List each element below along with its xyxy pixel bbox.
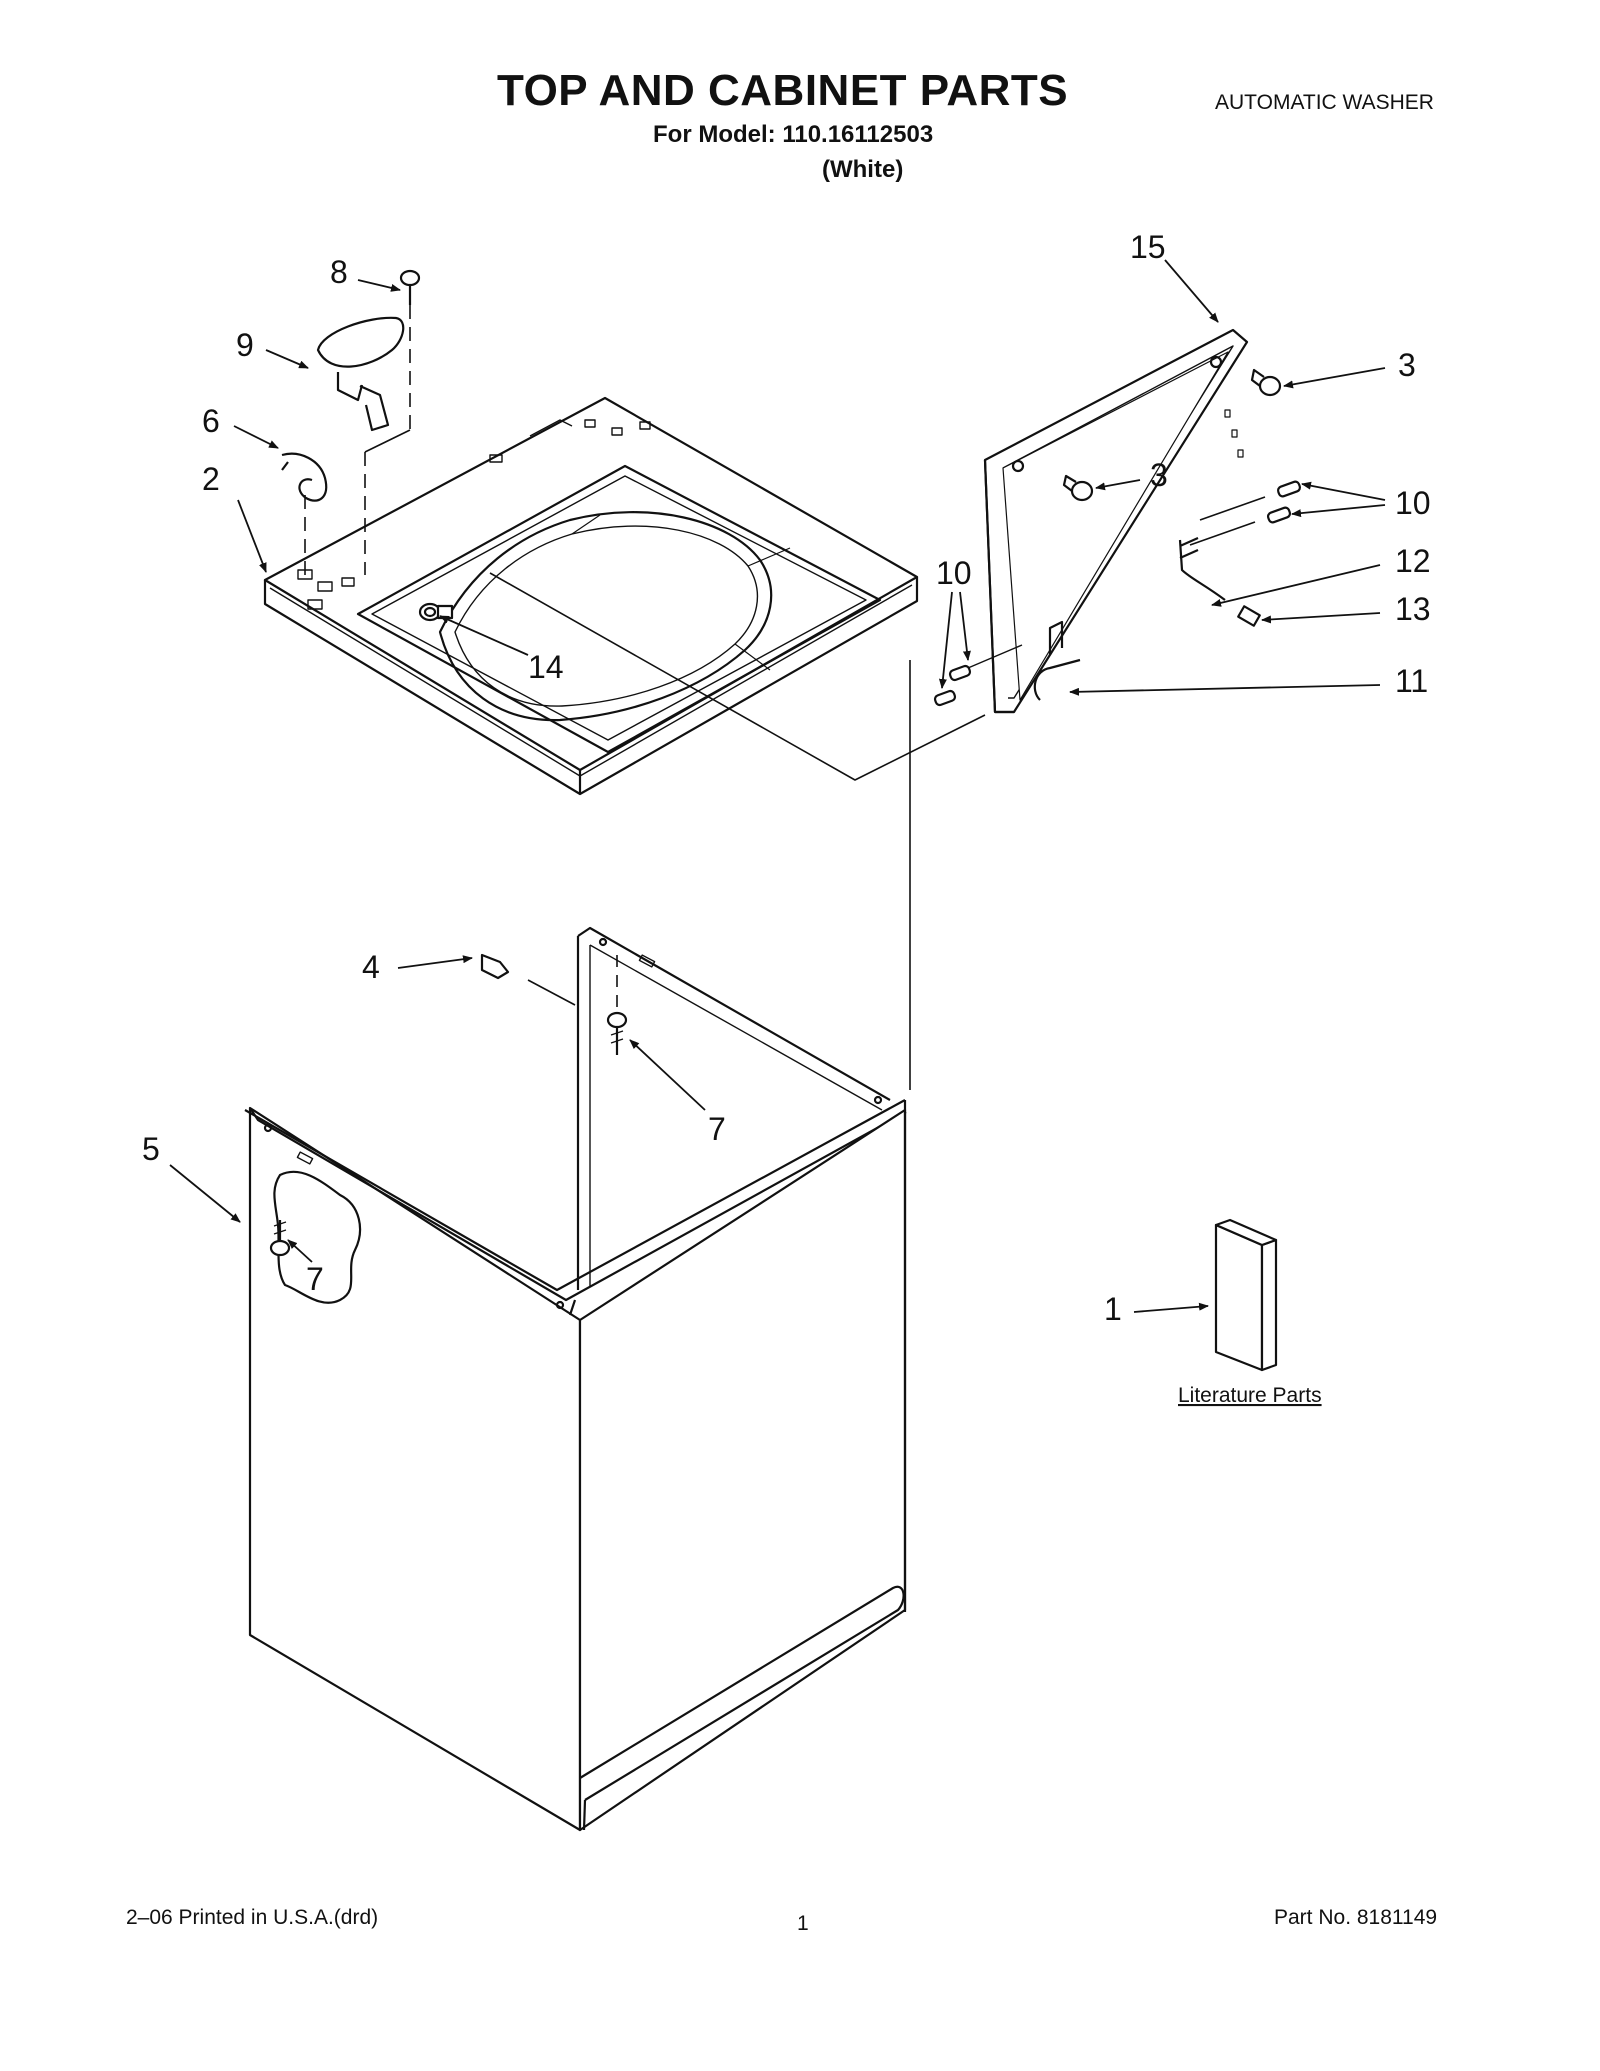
callout-5: 5: [142, 1131, 160, 1167]
callout-14: 14: [528, 649, 564, 685]
callout-11: 11: [1395, 663, 1428, 699]
washer-top: [263, 396, 919, 796]
document-type: AUTOMATIC WASHER: [1215, 91, 1434, 114]
callout-10-hinge: 10: [936, 555, 972, 591]
literature-parts-label: Literature Parts: [1178, 1384, 1322, 1407]
callout-3-top: 3: [1398, 347, 1416, 383]
callout-13: 13: [1395, 591, 1431, 627]
callout-4: 4: [362, 949, 380, 985]
callout-3-lid: 3: [1150, 457, 1168, 493]
callout-2: 2: [202, 461, 220, 497]
callout-6: 6: [202, 403, 220, 439]
part-number: Part No. 8181149: [1274, 1906, 1438, 1929]
lid-bumper-part-3: [1062, 368, 1282, 502]
callout-12: 12: [1395, 543, 1431, 579]
callout-7-back: 7: [708, 1111, 726, 1147]
bracket-part-9: [316, 316, 405, 432]
screw-part-7: [606, 955, 628, 1055]
lid-screws-part-10-hinge: [933, 644, 1023, 707]
callout-9: 9: [236, 327, 254, 363]
cabinet-part-5: [244, 926, 907, 1832]
model-number: For Model: 110.16112503: [653, 121, 934, 148]
page-title: TOP AND CABINET PARTS: [497, 66, 1069, 115]
wire-connector-part-13: [1237, 605, 1261, 627]
page-number: 1: [797, 1912, 809, 1935]
clip-part-6: [281, 452, 328, 502]
hinge-pin-part-14: [418, 602, 454, 622]
screw-part-4: [480, 953, 576, 1006]
callout-7-cutaway: 7: [306, 1261, 324, 1297]
callout-8: 8: [330, 254, 348, 290]
model-color: (White): [822, 156, 904, 183]
callout-1: 1: [1104, 1291, 1122, 1327]
lid-screws-part-10: [1189, 480, 1302, 546]
print-info: 2–06 Printed in U.S.A.(drd): [126, 1906, 379, 1929]
screw-part-8: [399, 269, 421, 305]
callout-10-lid: 10: [1395, 485, 1431, 521]
lid-part-15: [983, 328, 1249, 714]
callout-15: 15: [1130, 229, 1166, 265]
literature-parts-part-1: [1214, 1218, 1278, 1372]
